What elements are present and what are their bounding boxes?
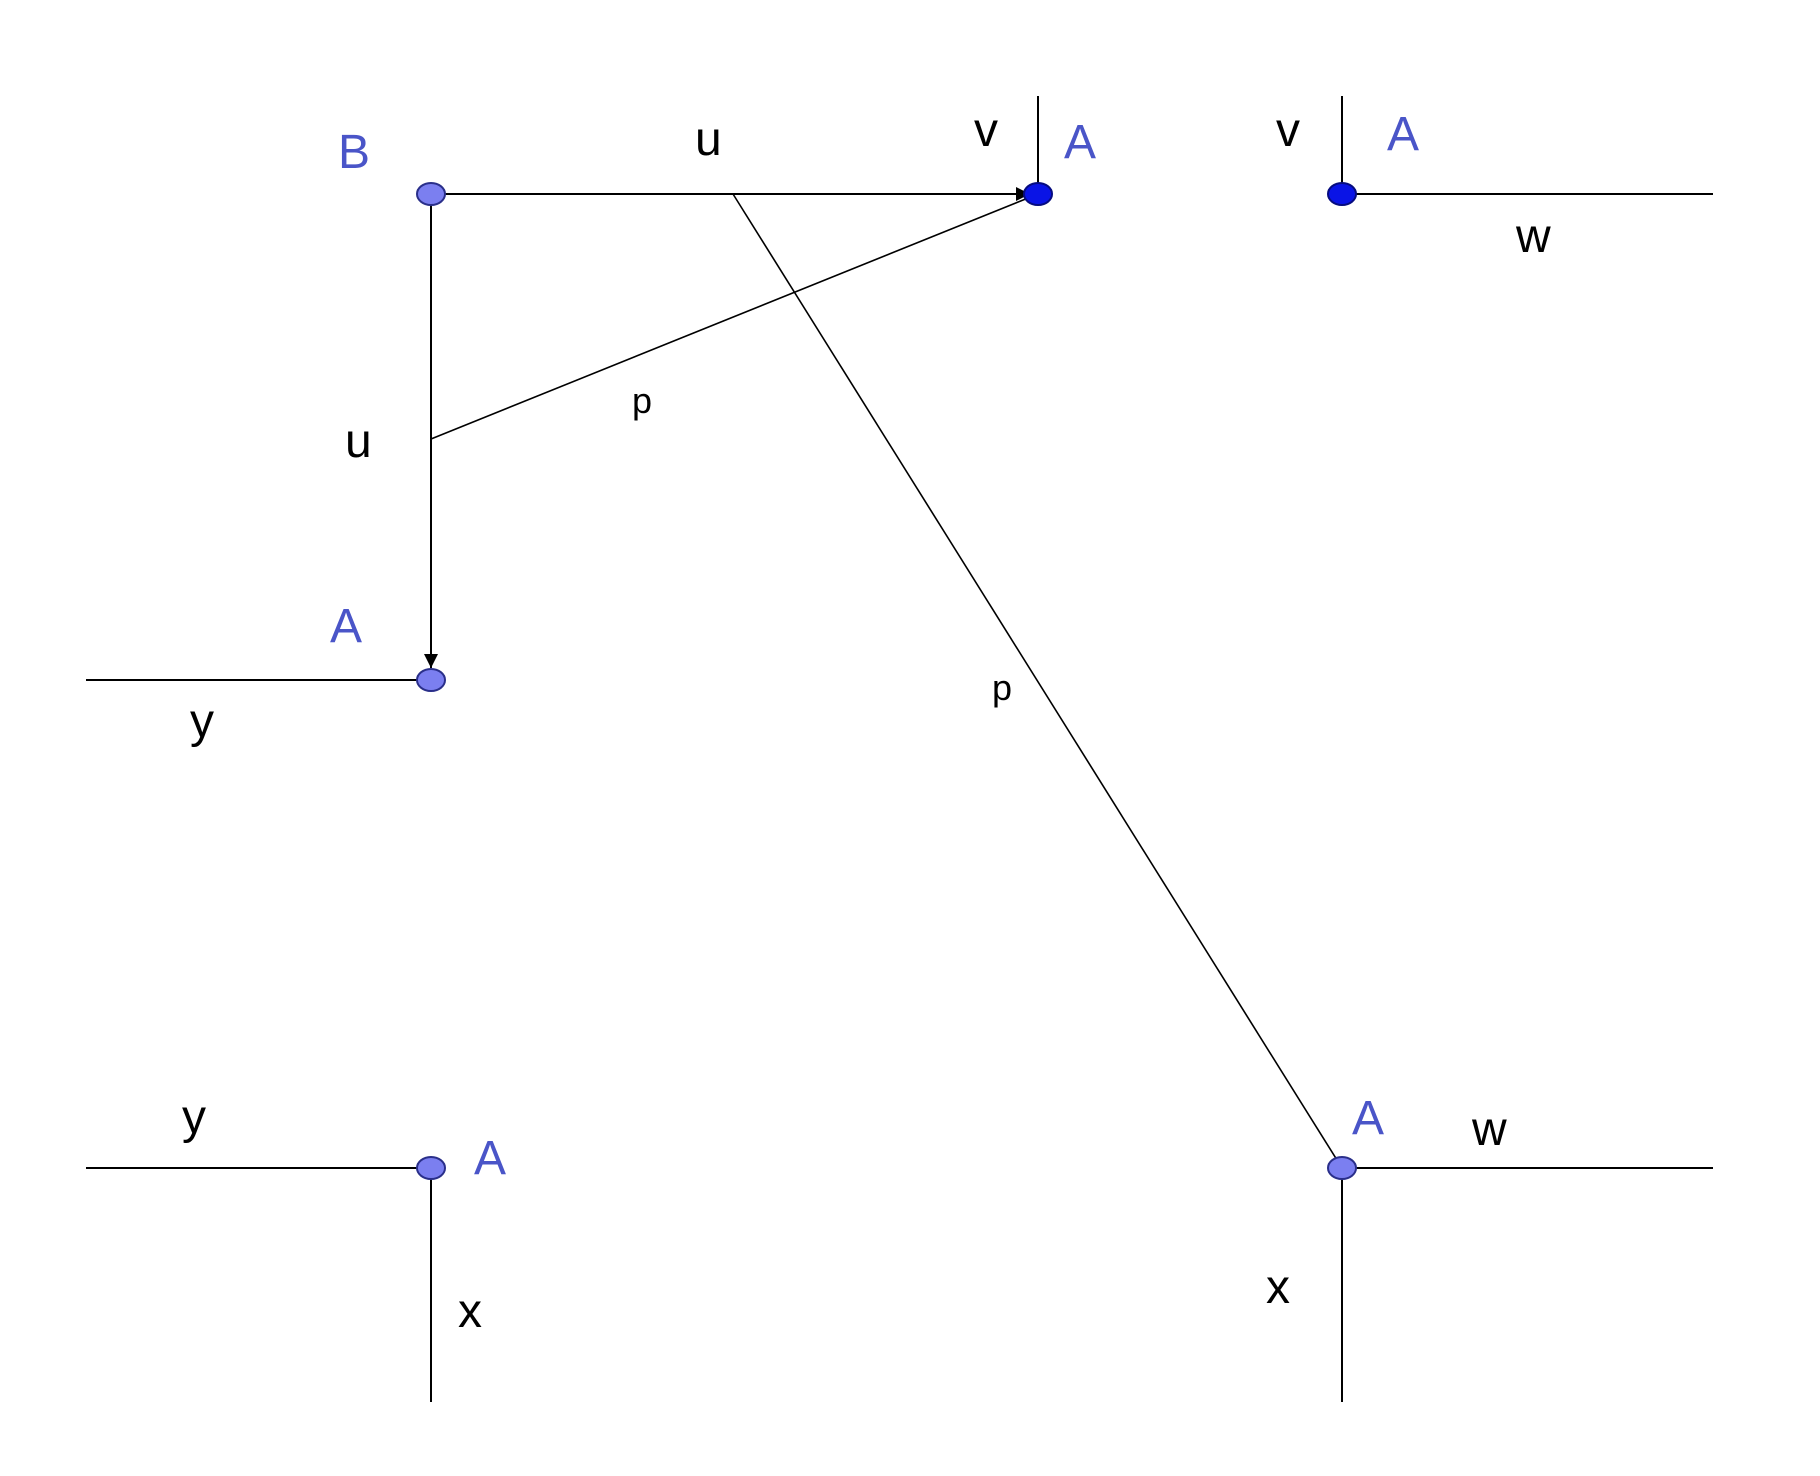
node-top-mid <box>1023 182 1053 206</box>
stub-y-mid-left-label: y <box>190 695 214 748</box>
node-top-right <box>1327 182 1357 206</box>
node-top-mid-label: A <box>1064 116 1096 169</box>
stub-v-top-mid-label: v <box>974 104 998 157</box>
stub-v-top-right-label: v <box>1276 104 1300 157</box>
edge-p-upper-label: p <box>632 380 652 421</box>
node-bottom-right <box>1327 1156 1357 1180</box>
node-bottom-left-label: A <box>474 1132 506 1185</box>
edge-p-long-label: p <box>992 667 1012 708</box>
node-mid-left <box>416 668 446 692</box>
node-bottom-right-label: A <box>1352 1092 1384 1145</box>
node-mid-left-label: A <box>330 600 362 653</box>
stub-w-top-right-label: w <box>1515 210 1551 263</box>
edge-u-top-label: u <box>695 113 722 166</box>
edge-p-upper <box>430 193 1039 440</box>
node-top-right-label: A <box>1387 108 1419 161</box>
edge-p-long <box>732 193 1343 1169</box>
node-bottom-left <box>416 1156 446 1180</box>
node-b-label: B <box>338 126 370 179</box>
stub-x-bottom-left-label: x <box>458 1285 482 1338</box>
stub-w-bottom-right-label: w <box>1471 1103 1507 1156</box>
node-b <box>416 182 446 206</box>
edge-u-left-label: u <box>345 415 372 468</box>
stub-y-bottom-left-label: y <box>182 1091 206 1144</box>
stub-x-bottom-right-label: x <box>1266 1261 1290 1314</box>
